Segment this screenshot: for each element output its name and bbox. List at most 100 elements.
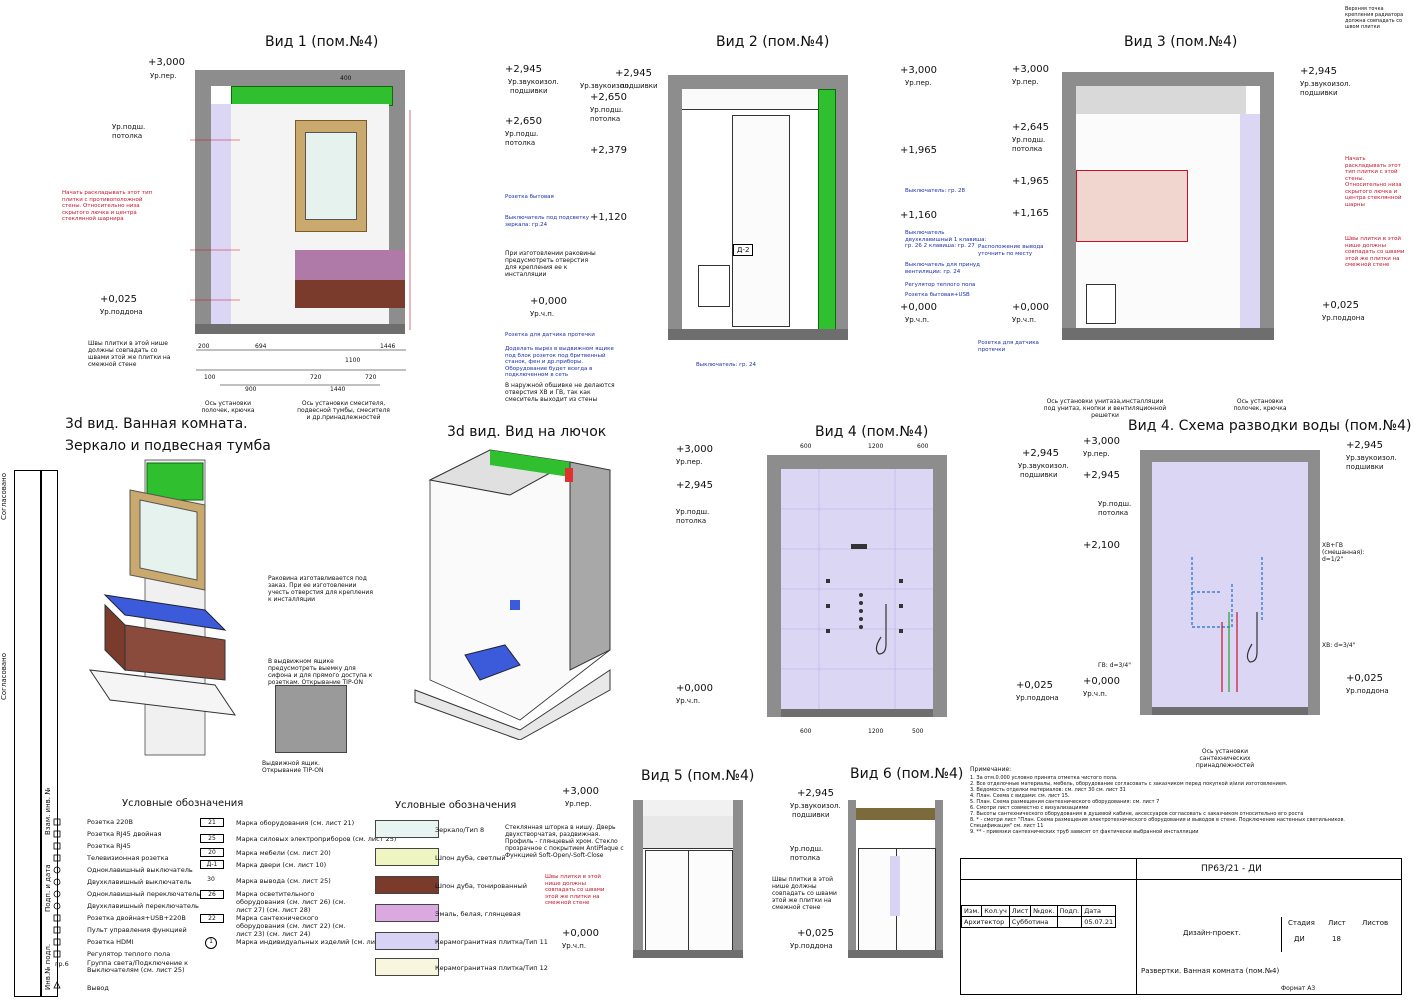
v4-urpoddona: Ур.поддона (1016, 694, 1059, 702)
v3-seams-note: Швы плитки в этой нише должны совпадать … (1345, 236, 1405, 268)
v4s-podshivki: подшивки (1346, 463, 1384, 471)
stamp-list-h: Лист (1328, 919, 1346, 927)
title-block: ПР63/21 - ДИ Изм. Кол.уч Лист №док. Подп… (960, 858, 1402, 995)
v2-usb-note: Розетка бытовая+USB (905, 292, 970, 298)
v1-dim-694: 694 (255, 343, 267, 350)
v2-floor-note: Регулятор теплого пола (905, 282, 976, 288)
legend-item: Розетка HDMI (87, 938, 134, 946)
v4s-gv-note: ГВ: d=3/4" (1098, 662, 1131, 669)
view4-title: Вид 4 (пом.№4) (815, 424, 929, 440)
view2-drawing (668, 75, 848, 340)
v1-dim-200: 200 (198, 343, 210, 350)
v5-seams-note-left: Швы плитки в этой нише должны совпадать … (545, 874, 605, 906)
v5-seams-note-right: Швы плитки в этой нише должны совпадать … (772, 876, 837, 911)
v1-potolka-r: потолка (505, 139, 536, 147)
stamp-stage-box: Стадия Лист Листов ДИ 18 (1281, 917, 1402, 952)
v5-podshivki: подшивки (792, 811, 830, 819)
legend-left-list: Розетка 220В Розетка RJ45 двойная Розетк… (55, 818, 205, 1008)
v2-urpodsh: Ур.подш. (590, 106, 624, 114)
stamp-sheet: 18 (1332, 935, 1341, 943)
v2-level-1120: +1,120 (590, 212, 628, 223)
v4s-potolka: потолка (1098, 509, 1129, 517)
v1-sink-note: При изготовлении раковины предусмотреть … (505, 250, 596, 278)
v1-urpoddona: Ур.поддона (100, 308, 143, 316)
v1-dim-720a: 720 (310, 374, 322, 381)
legend-item: Двухклавишный переключатель (87, 902, 199, 910)
v1-dim-1440: 1440 (330, 386, 346, 393)
v3-axis-wc: Ось установки унитаза,инсталляции под ун… (1043, 398, 1167, 419)
v2-level-3000: +3,000 (900, 65, 938, 76)
legend-item: Двухклавишный выключатель (87, 878, 192, 886)
view5-title: Вид 5 (пом.№4) (641, 768, 755, 784)
v4s-urpodsh: Ур.подш. (1098, 500, 1132, 508)
stamp-h-kol: Кол.уч (981, 905, 1010, 917)
stamp-h-doc: №док. (1030, 905, 1058, 917)
v4-urpodsh: Ур.подш. (676, 508, 710, 516)
notes-title: Примечание: (970, 766, 1012, 773)
note-item: 9. ** - привязки сантехнических труб зав… (970, 829, 1199, 835)
legend-mat-title: Условные обозначения (395, 800, 517, 811)
stamp-date: 05.07.21 (1081, 916, 1117, 928)
v1-dim-100: 100 (204, 374, 216, 381)
v3-urchp: Ур.ч.п. (1012, 316, 1037, 324)
legend-mat-list: Зеркало/Тип 8 Шпон дуба, светлый Шпон ду… (375, 820, 548, 980)
legend-marks: 21 Марка оборудования (см. лист 21) 25 М… (200, 818, 396, 978)
legend-gr-symbol: гр.6 (55, 960, 69, 968)
v2-urzvuk: Ур.звукоизол. (580, 82, 631, 90)
v2-vent-note: Выключатель для принуд вентиляции: гр. 2… (905, 262, 980, 275)
v2-sw2key-note: Выключатель двухклавишный 1 клавиша: гр.… (905, 230, 987, 249)
v3-level-2945: +2,945 (1300, 66, 1338, 77)
v3-red-note: Начать раскладывать этот тип плитки с эт… (1345, 156, 1402, 208)
v4-level-0000: +0,000 (676, 683, 714, 694)
mark-label: Марка мебели (см. лист 20) (236, 849, 331, 857)
v1-leak-note: Розетка для датчика протечки (505, 332, 595, 338)
v4-level-2945r: +2,945 (1022, 448, 1060, 459)
stamp-stage: ДИ (1294, 935, 1305, 943)
material-label: Шпон дуба, тонированный (435, 882, 527, 890)
material-swatch-3 (375, 904, 439, 922)
legend-item: Пульт управления функцией (87, 926, 187, 934)
v5-level-0025: +0,025 (797, 928, 835, 939)
v1-level-2945: +2,945 (505, 64, 543, 75)
v5-urchp: Ур.ч.п. (562, 942, 587, 950)
v3-top-note: Верхняя точка крепления радиатора должна… (1345, 6, 1404, 30)
note-item: 7. Высоты сантехнического оборудования в… (970, 811, 1304, 817)
view1-title: Вид 1 (пом.№4) (265, 34, 379, 50)
stamp-code: ПР63/21 - ДИ (1201, 864, 1262, 874)
v2-potolka: потолка (590, 115, 621, 123)
note-item: 3. Ведомость отделки материалов: см. лис… (970, 787, 1126, 793)
v2-level-1160: +1,160 (900, 210, 938, 221)
view4s-title: Вид 4. Схема разводки воды (пом.№4) (1128, 418, 1412, 434)
v3-podshivki: подшивки (1300, 89, 1338, 97)
view1-dimensions (190, 110, 411, 386)
v4-dim-top-600a: 600 (800, 443, 812, 450)
material-swatch-2 (375, 876, 439, 894)
v1-seams-note: Швы плитки в этой нише должны совпадать … (88, 340, 171, 368)
v5-potolka: потолка (790, 854, 821, 862)
material-swatch-1 (375, 848, 439, 866)
material-label: Керамогранитная плитка/Тип 11 (435, 938, 548, 946)
view1-drawing (195, 70, 405, 334)
v5-level-0000: +0,000 (562, 928, 600, 939)
notes-list: 1. За отм.0.000 условно принята отметка … (970, 775, 1365, 835)
legend-item: Розетка RJ45 двойная (87, 830, 162, 838)
v5-urzvuk: Ур.звукоизол. (790, 802, 841, 810)
side-agreed-2: Согласовано (0, 652, 8, 700)
v1-podshivki: подшивки (510, 87, 548, 95)
legend-item: Одноклавишный выключатель (87, 866, 193, 874)
legend-item: Группа света/Подключение к Выключателям … (87, 959, 189, 974)
v1-red-note: Начать раскладывать этот тип плитки с пр… (62, 190, 153, 222)
mark-symbol: 1 (205, 937, 217, 949)
v3-urpodsh: Ур.подш. (1012, 136, 1046, 144)
mark-label: Марка осветительного оборудования (см. л… (236, 890, 346, 914)
view4-tiles (781, 469, 933, 709)
stamp-signatures: Изм. Кол.уч Лист №док. Подп. Дата Архите… (960, 905, 1117, 928)
v1-axis-shelf: Ось установки полочек, крючка (201, 400, 255, 414)
v3-urper: Ур.пер. (1012, 78, 1039, 86)
material-swatch-4 (375, 932, 439, 950)
legend-left-title: Условные обозначения (122, 798, 244, 809)
v4-dim-top-600b: 600 (917, 443, 929, 450)
side-podp: Подп. и дата (44, 864, 52, 912)
v4s-level-0025: +0,025 (1346, 673, 1384, 684)
v3-level-3000: +3,000 (1012, 64, 1050, 75)
